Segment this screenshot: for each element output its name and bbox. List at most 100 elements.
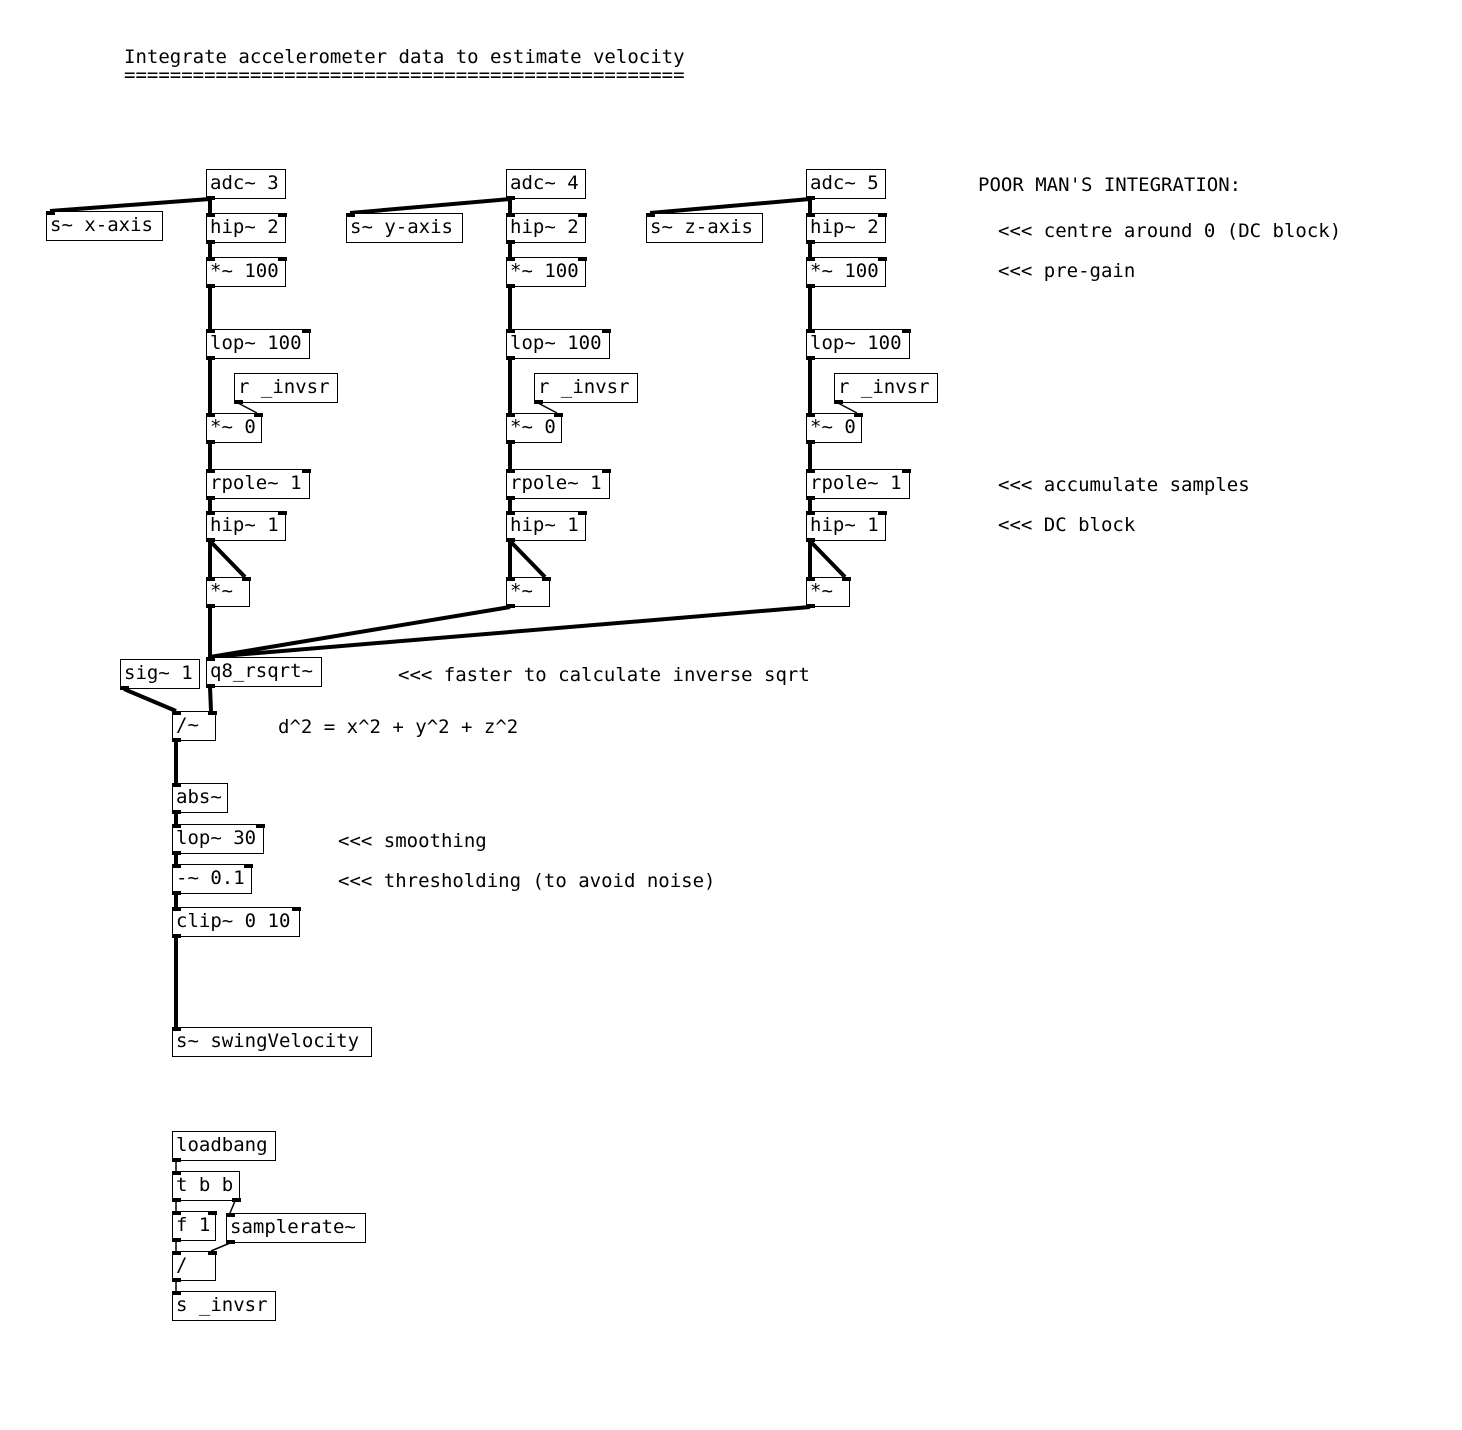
hip_y-in-port-l[interactable] (505, 212, 515, 217)
patch-cord-23[interactable] (649, 197, 811, 215)
sq_z-out-port-l[interactable] (805, 603, 815, 608)
send_z-in-port-l[interactable] (645, 212, 655, 217)
mul0_z-in-port-r[interactable] (853, 412, 863, 417)
mul0-x-object[interactable]: *~ 0 (205, 412, 263, 444)
patch-cord-6[interactable] (237, 402, 258, 414)
clip-object[interactable]: clip~ 0 10 (171, 906, 301, 938)
hip_z-in-port-r[interactable] (877, 212, 887, 217)
samplerate-out-port-l[interactable] (225, 1239, 235, 1244)
clip-in-port-l[interactable] (171, 906, 181, 911)
hip-x-object[interactable]: hip~ 2 (205, 212, 287, 244)
hip1-z-object[interactable]: hip~ 1 (805, 510, 887, 542)
mul0_z-out-port-l[interactable] (805, 439, 815, 444)
sub-in-port-l[interactable] (171, 863, 181, 868)
adc_x-out-port-l[interactable] (205, 195, 215, 200)
send_x-in-port-l[interactable] (45, 210, 55, 215)
gain_z-out-port-l[interactable] (805, 283, 815, 288)
hip1_x-in-port-l[interactable] (205, 510, 215, 515)
divide-control-object[interactable]: / (171, 1250, 217, 1282)
samplerate-in-port-l[interactable] (225, 1212, 235, 1217)
square-z-object[interactable]: *~ (805, 576, 851, 608)
sig-out-port-l[interactable] (119, 685, 129, 690)
patch-cord-35[interactable] (208, 686, 213, 712)
div-out-port-l[interactable] (171, 737, 181, 742)
gain_x-in-port-r[interactable] (277, 256, 287, 261)
trigger-out-port-l[interactable] (171, 1197, 181, 1202)
rpole-x-object[interactable]: rpole~ 1 (205, 468, 311, 500)
rpole-z-object[interactable]: rpole~ 1 (805, 468, 911, 500)
hip_z-in-port-l[interactable] (805, 212, 815, 217)
lop30-in-port-l[interactable] (171, 823, 181, 828)
adc_y-out-port-l[interactable] (505, 195, 515, 200)
float-object[interactable]: f 1 (171, 1210, 217, 1242)
rpole_z-out-port-l[interactable] (805, 495, 815, 500)
lop_x-in-port-l[interactable] (205, 328, 215, 333)
mul0-y-object[interactable]: *~ 0 (505, 412, 563, 444)
mul0_z-in-port-l[interactable] (805, 412, 815, 417)
adc_z-out-port-l[interactable] (805, 195, 815, 200)
rpole_z-in-port-l[interactable] (805, 468, 815, 473)
rpole_y-out-port-l[interactable] (505, 495, 515, 500)
gain_x-in-port-l[interactable] (205, 256, 215, 261)
lop_z-out-port-l[interactable] (805, 355, 815, 360)
patch-cord-33[interactable] (209, 605, 811, 659)
sq_x-in-port-r[interactable] (241, 576, 251, 581)
hip_x-out-port-l[interactable] (205, 239, 215, 244)
gain_y-in-port-l[interactable] (505, 256, 515, 261)
ctrl_div-out-port-l[interactable] (171, 1277, 181, 1282)
send-swing-velocity-object[interactable]: s~ swingVelocity (171, 1026, 372, 1057)
mul0_y-out-port-l[interactable] (505, 439, 515, 444)
rinv_x-out-port-l[interactable] (233, 399, 243, 404)
mul0_x-out-port-l[interactable] (205, 439, 215, 444)
lop30-in-port-r[interactable] (255, 823, 265, 828)
abs-out-port-l[interactable] (171, 809, 181, 814)
patch-cord-28[interactable] (837, 402, 858, 414)
rpole_y-in-port-l[interactable] (505, 468, 515, 473)
lop_z-in-port-r[interactable] (901, 328, 911, 333)
patch-cord-32[interactable] (808, 539, 847, 579)
gain-y-object[interactable]: *~ 100 (505, 256, 587, 288)
hip1_z-out-port-l[interactable] (805, 537, 815, 542)
hip_y-in-port-r[interactable] (577, 212, 587, 217)
mul0_x-in-port-r[interactable] (253, 412, 263, 417)
patch-cord-34[interactable] (123, 687, 177, 713)
gain_z-in-port-l[interactable] (805, 256, 815, 261)
float-in-port-r[interactable] (207, 1210, 217, 1215)
sq_x-out-port-l[interactable] (205, 603, 215, 608)
patch-cord-12[interactable] (349, 197, 511, 215)
hip_y-out-port-l[interactable] (505, 239, 515, 244)
loadbang-out-port-l[interactable] (171, 1157, 181, 1162)
trigger-object[interactable]: t b b (171, 1170, 241, 1202)
patch-cord-10[interactable] (208, 539, 247, 579)
gain_y-out-port-l[interactable] (505, 283, 515, 288)
sq_y-out-port-l[interactable] (505, 603, 515, 608)
hip1-x-object[interactable]: hip~ 1 (205, 510, 287, 542)
lop_x-in-port-r[interactable] (301, 328, 311, 333)
gain_z-in-port-r[interactable] (877, 256, 887, 261)
hip-y-object[interactable]: hip~ 2 (505, 212, 587, 244)
rsqrt-in-port-l[interactable] (205, 656, 215, 661)
loadbang-object[interactable]: loadbang (171, 1131, 276, 1162)
hip1_y-in-port-r[interactable] (577, 510, 587, 515)
hip_x-in-port-l[interactable] (205, 212, 215, 217)
gain-x-object[interactable]: *~ 100 (205, 256, 287, 288)
abs-in-port-l[interactable] (171, 782, 181, 787)
trigger-out-port-r[interactable] (231, 1197, 241, 1202)
rpole_x-out-port-l[interactable] (205, 495, 215, 500)
patch-cord-22[interactable] (209, 605, 511, 659)
send-y-axis-object[interactable]: s~ y-axis (345, 212, 463, 243)
sq_z-in-port-r[interactable] (841, 576, 851, 581)
patch-cord-21[interactable] (508, 539, 547, 579)
mul0-z-object[interactable]: *~ 0 (805, 412, 863, 444)
adc-y-object[interactable]: adc~ 4 (505, 169, 586, 200)
rsqrt-object[interactable]: q8_rsqrt~ (205, 656, 322, 688)
lop-x-object[interactable]: lop~ 100 (205, 328, 311, 360)
send-x-axis-object[interactable]: s~ x-axis (45, 210, 163, 241)
abs-object[interactable]: abs~ (171, 782, 228, 814)
sig-object[interactable]: sig~ 1 (119, 659, 200, 690)
lop-z-object[interactable]: lop~ 100 (805, 328, 911, 360)
rpole_x-in-port-r[interactable] (301, 468, 311, 473)
mul0_x-in-port-l[interactable] (205, 412, 215, 417)
rpole_x-in-port-l[interactable] (205, 468, 215, 473)
